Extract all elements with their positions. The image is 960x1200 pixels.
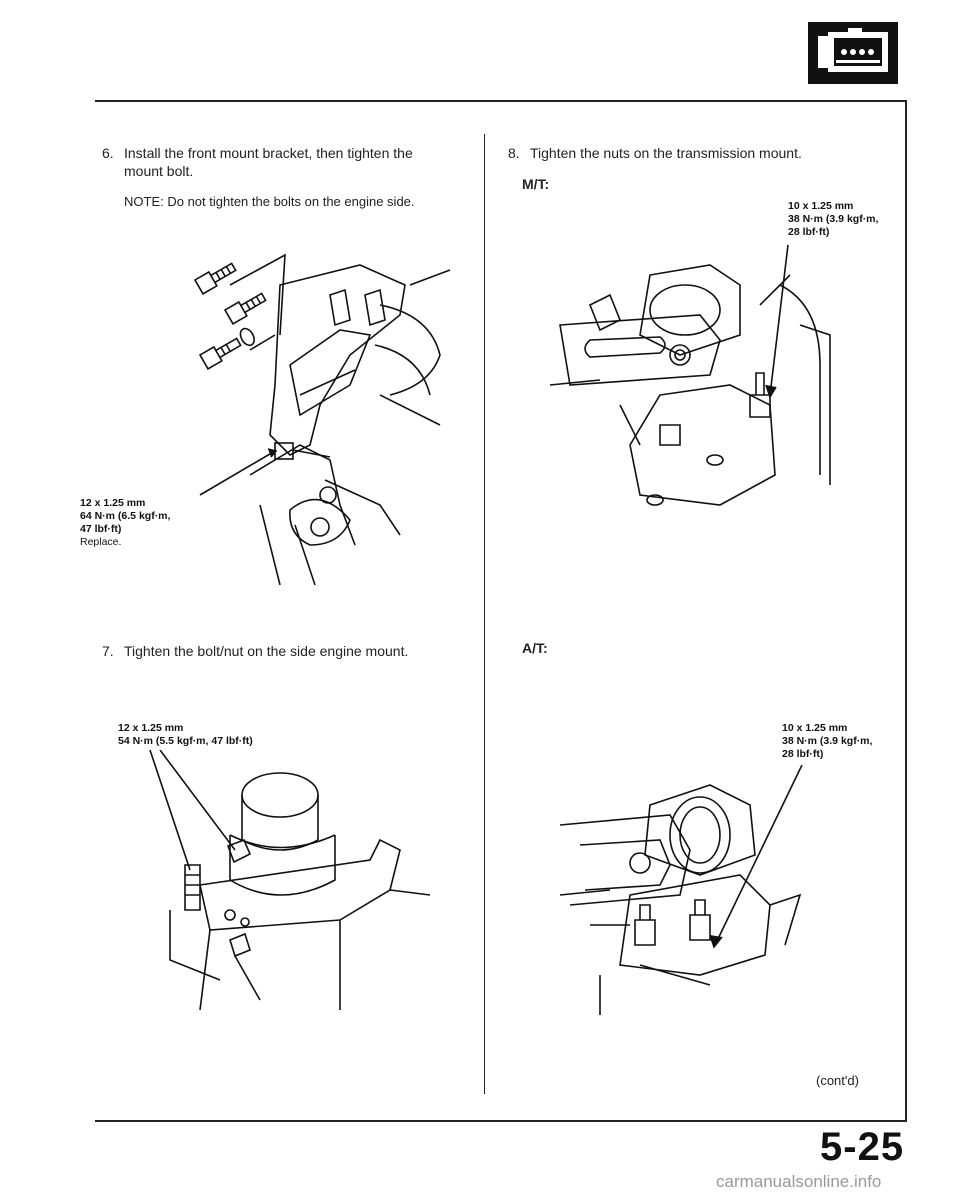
continued-label: (cont'd)	[816, 1073, 859, 1088]
engine-icon	[808, 22, 898, 84]
step-6-note: NOTE: Do not tighten the bolts on the en…	[124, 194, 415, 209]
front-mount-bracket-figure	[180, 245, 460, 586]
watermark: carmanualsonline.info	[716, 1172, 882, 1191]
step-8: 8.Tighten the nuts on the transmission m…	[508, 145, 802, 161]
bottom-rule	[95, 1120, 907, 1122]
step-6: 6.Install the front mount bracket, then …	[102, 145, 413, 179]
step-7: 7.Tighten the bolt/nut on the side engin…	[102, 643, 409, 659]
mt-label: M/T:	[522, 176, 550, 192]
fig6-torque-callout: 12 x 1.25 mm 64 N·m (6.5 kgf·m, 47 lbf·f…	[80, 497, 171, 548]
fig7-torque-callout: 12 x 1.25 mm 54 N·m (5.5 kgf·m, 47 lbf·f…	[118, 722, 253, 747]
at-label: A/T:	[522, 640, 548, 656]
top-rule	[95, 100, 907, 102]
side-engine-mount-figure	[140, 749, 440, 1011]
column-divider	[484, 134, 485, 1094]
page-number: 5-25	[820, 1125, 905, 1169]
at-torque-callout: 10 x 1.25 mm 38 N·m (3.9 kgf·m, 28 lbf·f…	[782, 722, 873, 760]
mt-torque-callout: 10 x 1.25 mm 38 N·m (3.9 kgf·m, 28 lbf·f…	[788, 200, 879, 238]
at-transmission-mount-figure	[540, 764, 870, 1025]
right-border	[905, 100, 907, 1122]
mt-transmission-mount-figure	[530, 244, 860, 535]
